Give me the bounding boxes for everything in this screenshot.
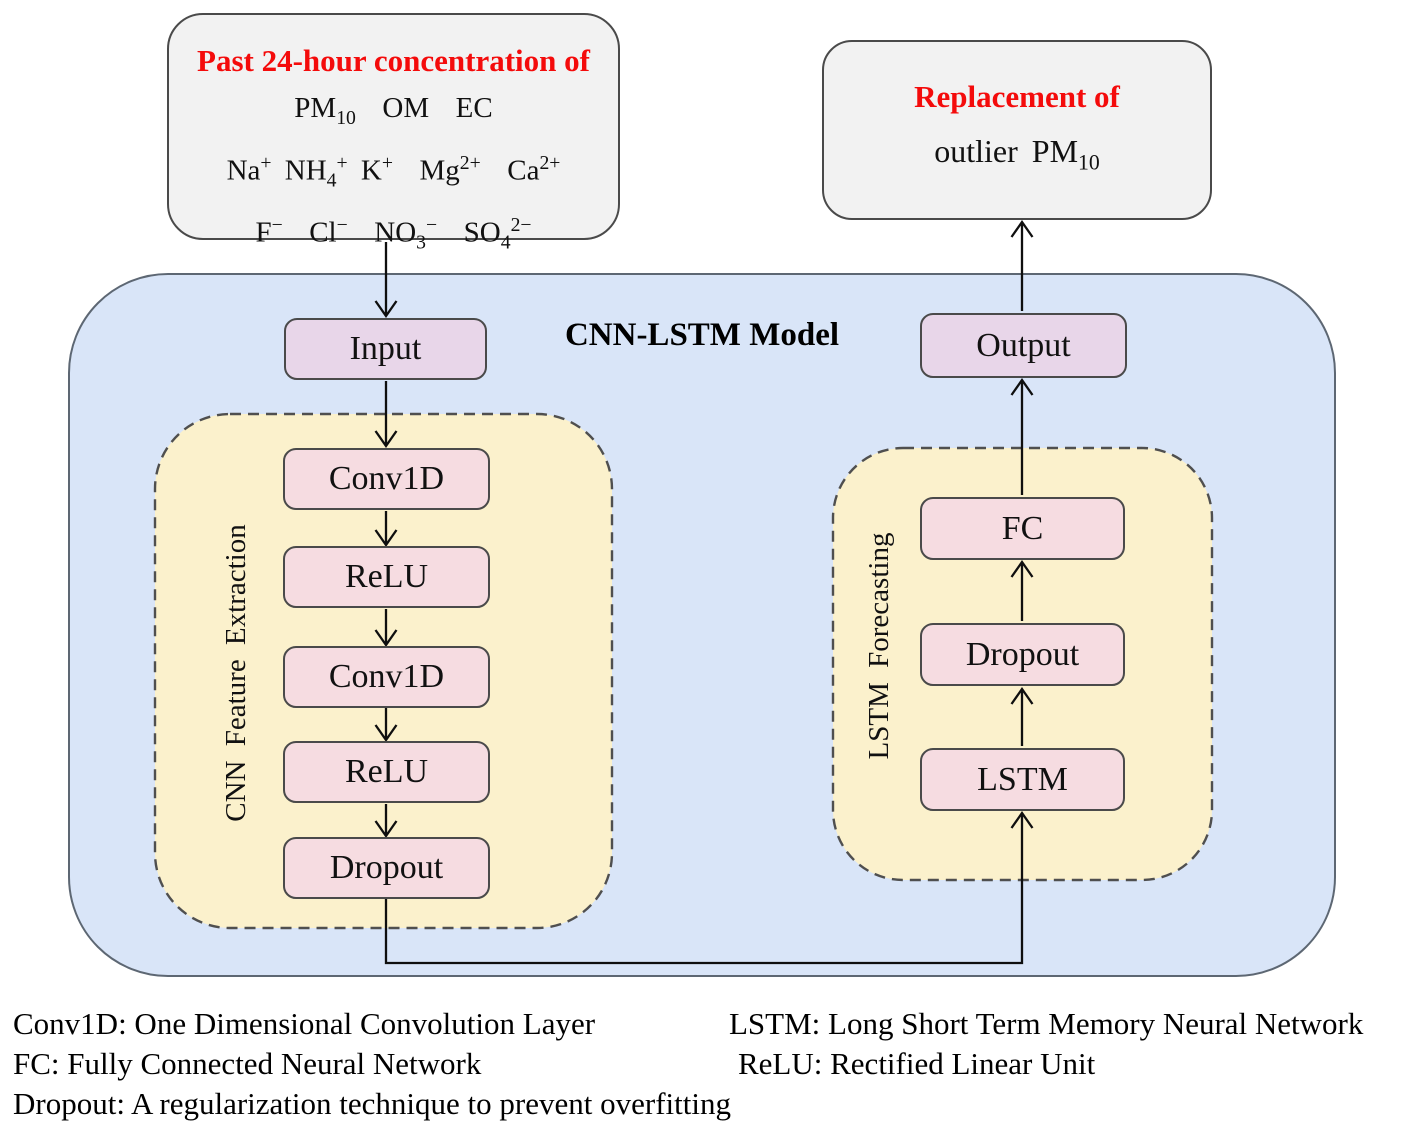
past-concentration-box: Past 24-hour concentration of PM10 OM EC…: [167, 13, 620, 254]
model-title: CNN-LSTM Model: [564, 317, 840, 353]
legend-conv1d: Conv1D: One Dimensional Convolution Laye…: [13, 1006, 596, 1041]
legend-relu: ReLU: Rectified Linear Unit: [738, 1046, 1096, 1081]
species-row-1: PM10 OM EC: [294, 92, 493, 129]
output-node: Output: [920, 313, 1127, 378]
legend-row-2: FC: Fully Connected Neural Network ReLU:…: [0, 1044, 1428, 1084]
legend-dropout: Dropout: A regularization technique to p…: [13, 1086, 731, 1121]
legend-row-1: Conv1D: One Dimensional Convolution Laye…: [0, 1004, 1428, 1044]
model-container: [68, 273, 1336, 977]
input-node: Input: [284, 318, 487, 380]
relu-node-2: ReLU: [283, 741, 490, 803]
conv1d-node-1: Conv1D: [283, 448, 490, 510]
species-row-2: Na+ NH4+ K+ Mg2+ Ca2+: [226, 151, 561, 192]
cnn-group-label: CNN Feature Extraction: [219, 524, 252, 822]
lstm-group-label: LSTM Forecasting: [862, 532, 895, 760]
lstm-node: LSTM: [920, 748, 1125, 811]
legend-fc: FC: Fully Connected Neural Network: [13, 1046, 482, 1081]
fc-node: FC: [920, 497, 1125, 560]
dropout-node-lstm: Dropout: [920, 623, 1125, 686]
conv1d-node-2: Conv1D: [283, 646, 490, 708]
dropout-node-cnn: Dropout: [283, 837, 490, 899]
relu-node-1: ReLU: [283, 546, 490, 608]
replacement-box: Replacement of outlier PM10: [822, 40, 1212, 220]
replacement-title: Replacement of: [914, 79, 1120, 115]
past-concentration-title: Past 24-hour concentration of: [197, 43, 590, 78]
replacement-subtitle: outlier PM10: [934, 133, 1100, 175]
legend-lstm: LSTM: Long Short Term Memory Neural Netw…: [729, 1006, 1364, 1041]
legend-row-3: Dropout: A regularization technique to p…: [0, 1084, 1428, 1124]
species-row-3: F− Cl− NO3− SO42−: [255, 214, 532, 254]
